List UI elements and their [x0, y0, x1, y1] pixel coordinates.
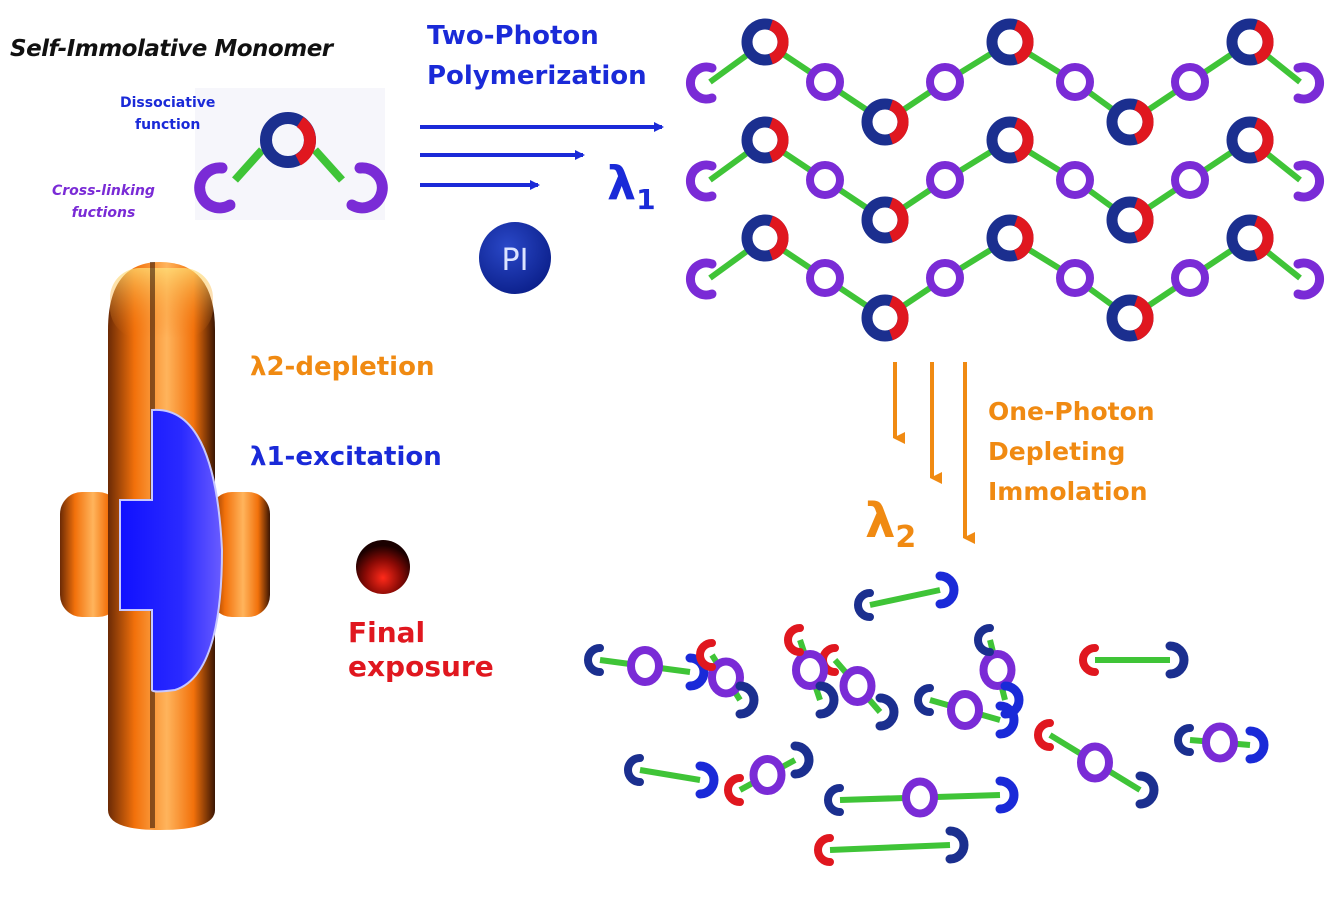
fragment-icon	[1079, 641, 1189, 679]
lambda2-symbol: λ	[865, 493, 896, 549]
exposure-dot-icon	[356, 540, 410, 594]
dissociative-label: Dissociative function	[120, 95, 216, 133]
excitation-spot-label: λ1-excitation	[250, 442, 442, 472]
pi-circle-icon: PI	[479, 222, 551, 294]
final-exposure-label: Final exposure	[348, 616, 494, 683]
fragment-icon	[1174, 722, 1269, 764]
monomer-icon	[194, 88, 388, 220]
lambda1-label: λ1	[607, 156, 656, 216]
fragment-icon	[624, 754, 719, 799]
fragments-cluster	[584, 571, 1269, 866]
polymer-chain-icon	[686, 116, 1324, 244]
donut-beam-icon	[60, 262, 270, 830]
fragment-icon	[854, 571, 959, 621]
fragment-icon	[724, 741, 814, 806]
depletion-spot-label: λ2-depletion	[250, 352, 435, 382]
fragment-icon	[1034, 719, 1159, 809]
polymerization-arrows	[420, 122, 664, 190]
monomer-title: Self-Immolative Monomer	[10, 36, 333, 62]
fragment-icon	[819, 644, 899, 731]
polymerization-label: Two-Photon Polymerization	[427, 21, 647, 91]
lambda1-subscript: 1	[636, 183, 656, 216]
fragment-icon	[824, 776, 1019, 818]
pi-label: PI	[502, 243, 529, 278]
fragment-icon	[584, 644, 709, 691]
lambda1-symbol: λ	[607, 156, 637, 210]
polymer-chain-icon	[686, 18, 1324, 146]
fragment-icon	[914, 684, 1019, 739]
crosslink-hook-right-icon	[346, 162, 388, 214]
depletion-arrows	[893, 362, 975, 544]
fragment-icon	[814, 826, 969, 866]
crosslink-hook-left-icon	[194, 162, 236, 214]
polymer-network	[686, 18, 1324, 342]
lambda2-label: λ2	[865, 493, 917, 555]
fragment-icon	[974, 624, 1024, 719]
fragment-icon	[696, 639, 759, 719]
polymer-chain-icon	[686, 214, 1324, 342]
fragment-icon	[784, 624, 839, 719]
crosslinking-label: Cross-linking fuctions	[52, 183, 155, 221]
lambda2-subscript: 2	[895, 520, 917, 555]
depletion-label: One-Photon Depleting Immolation	[988, 397, 1155, 506]
